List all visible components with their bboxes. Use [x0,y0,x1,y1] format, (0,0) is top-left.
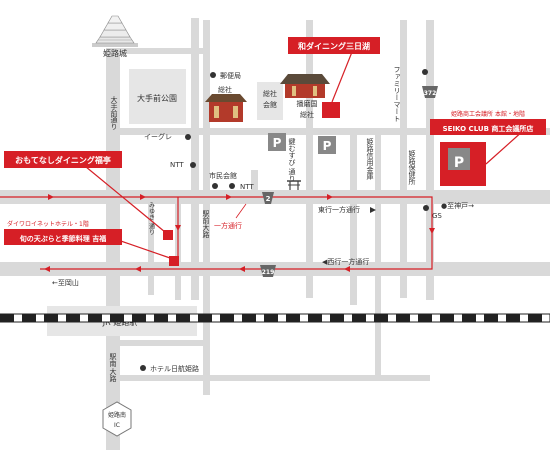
jr-railway [0,313,550,323]
road-h-48 [120,48,210,54]
hoken-label: 姫路保健所 [408,149,416,186]
ic-label-1: 姫路南 [108,411,126,419]
ntt-north-dot [190,162,196,168]
ekinan-street-label-2: 大路 [109,367,117,383]
hotel-small-label: ダイワロイネットホテル・1階 [7,220,89,228]
shimin-kaikan-label: 市民会館 [209,171,237,180]
post-office-dot [210,72,216,78]
ekimae-street-label: 駅前大路 [202,210,210,239]
fukutei-marker [163,230,173,240]
mikatako-callout-label: 和ダイニング三日湖 [298,41,370,51]
shimin-kaikan-dot [212,183,218,189]
ntt-south-label: NTT [240,183,254,191]
to-okayama-label: ←至岡山 [52,278,79,287]
sousha-hall-block [257,82,283,120]
road-v-191 [191,18,199,300]
ntt-north-label: NTT [170,161,184,169]
mizoguchi-street-label-2: 通り [288,167,296,182]
hotel-nikko-dot [140,365,146,371]
ekimae-road [203,20,210,395]
one-way-leader [235,203,247,219]
parking-icon-1: P [268,133,286,151]
mizoguchi-street-label-1: 鍵むすび [288,137,296,166]
family-mart-label: ファミリーマート [393,66,401,122]
sousha-shrine-icon [205,94,247,122]
otemae-street-label-1: 大手前 [110,95,118,118]
torii-icon [287,180,301,190]
otemae-park-block [129,69,186,124]
route-219-shield: 219 [260,265,276,277]
seiko-small-label: 姫路商工会議所 本館・地階 [451,110,525,118]
seiko-callout-label: SEIKO CLUB 商工会議所店 [443,124,534,133]
castle-icon [92,15,138,47]
sousha-label: 総社 [218,85,232,94]
ic-marker: 姫路南 IC [102,401,132,437]
road-v-375 [375,130,381,380]
ic-label-2: IC [114,422,120,429]
fukutei-leader [79,161,166,233]
sousha-hall-label-2: 会館 [263,100,277,109]
yoshifuku-leader [117,239,171,259]
west-one-way-label: ◀西行一方通行 [322,257,369,266]
to-kobe-label: ●至神戸→ [441,201,474,210]
harima-shrine-icon [280,74,330,98]
hotel-nikko-label: ホテル日航姫路 [150,364,199,373]
shinkin-label: 姫路信用金庫 [366,137,374,181]
harima-label-2: 総社 [300,110,314,119]
parking-icon-2: P [318,136,336,154]
road-h-340 [120,340,210,346]
road-v-426 [426,20,434,300]
route-2-label: 2 [266,195,271,203]
route-372-shield: 372 [422,86,438,98]
parking-label-2: P [323,139,332,153]
yoshifuku-callout-label: 旬の天ぷらと季節料理 吉福 [19,234,106,243]
seiko-leader [485,129,525,165]
otemae-street-label-2: 通り [110,115,118,130]
seiko-parking-label: P [454,155,464,171]
east-arrow-icon [370,207,376,213]
road-v-251 [251,170,258,200]
harima-label-1: 播磨国 [297,99,318,108]
mikatako-marker [322,102,340,118]
yoshifuku-marker [169,256,179,266]
yoshifuku-callout [4,229,122,245]
gs-dot [423,205,429,211]
mikatako-callout [288,37,380,54]
seiko-callout [430,119,546,135]
ntt-south-dot [229,183,235,189]
east-one-way-label: 東行一方通行 [318,205,360,214]
seiko-parking-marker: P [440,142,486,186]
road-v-306 [306,20,313,298]
road-v-350 [350,130,357,305]
otemae-road [106,48,120,450]
family-mart-dot [422,69,428,75]
otemae-park-label: 大手前公園 [137,93,177,103]
miyuki-road [148,195,154,295]
iigre-dot [185,134,191,140]
iigre-label: イーグレ [144,132,172,141]
road-v-400 [400,20,407,298]
parking-label-1: P [273,136,282,150]
fukutei-callout [4,151,122,168]
route-2-shield: 2 [262,192,274,204]
road-h-375 [120,375,430,381]
gs-label: GS [432,212,442,220]
miyuki-street-label-1: みゆき [148,202,155,220]
mikatako-leader [331,51,353,103]
post-office-label: 郵便局 [220,71,241,80]
route-372-label: 372 [424,90,437,97]
road-h-128 [120,128,550,135]
miyuki-street-label-2: 通り [148,222,155,235]
one-way-route [0,194,435,272]
one-way-south-label: 一方通行 [214,221,242,230]
sousha-hall-label-1: 総社 [263,89,277,98]
fukutei-callout-label: おもてなしダイニング福亭 [15,155,111,165]
castle-label: 姫路城 [103,48,127,58]
route-219-label: 219 [262,269,275,276]
ekinan-street-label-1: 駅南 [109,353,117,367]
